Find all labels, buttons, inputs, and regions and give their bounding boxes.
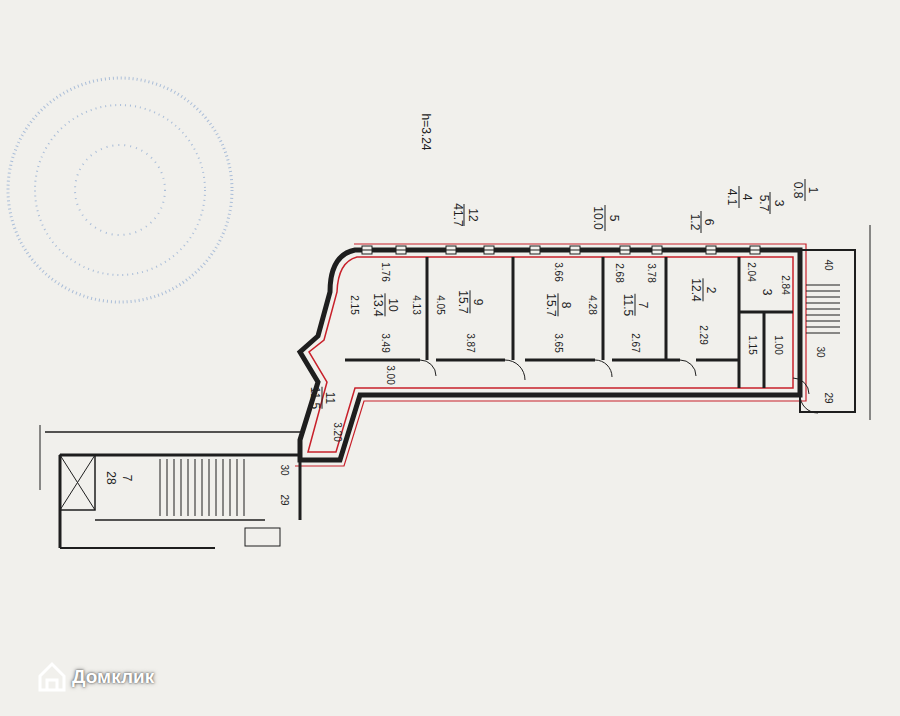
dimension-label: 3.49	[380, 333, 391, 352]
room-fraction: 3	[760, 289, 774, 296]
dimension-label: 0.8	[791, 182, 804, 199]
dimension-label: 7	[120, 475, 133, 482]
dimension-label: 2.68	[614, 263, 625, 282]
dimension-label: 29	[279, 494, 290, 505]
room-fraction: 915.7	[456, 290, 485, 313]
room-label: 212.4	[686, 275, 721, 305]
room-area: 15.7	[544, 293, 558, 316]
dimension-label: 1.76	[380, 262, 391, 281]
staircase	[40, 425, 300, 548]
room-label: 915.7	[453, 287, 488, 317]
dimension-label: 3.78	[646, 263, 657, 282]
dimension-label: 5.7	[757, 195, 770, 212]
room-label: 815.7	[541, 290, 576, 320]
stamp	[8, 78, 232, 302]
dimension-label: 1.2	[688, 214, 701, 231]
room-area: 11.5	[308, 387, 322, 409]
dimension-label: 3.00	[385, 365, 396, 384]
dimension-label: 3.65	[553, 333, 564, 352]
dimension-label: 30	[815, 346, 826, 357]
dimension-label: 5	[607, 215, 620, 222]
dimension-label: 30	[279, 464, 290, 475]
dimension-label: 2.29	[698, 325, 709, 344]
dimension-label: 12	[466, 208, 479, 221]
room-fraction: 815.7	[544, 293, 573, 316]
room-label: 1111.5	[305, 384, 340, 413]
dimension-label: 3.87	[465, 333, 476, 352]
room-number: 3	[760, 289, 774, 296]
room-number: 2	[703, 278, 718, 301]
dimension-label: 41.7	[451, 203, 464, 226]
dimension-label: 29	[823, 392, 834, 403]
partitions	[345, 257, 793, 388]
room-fraction: 1013.4	[371, 293, 400, 316]
dimension-label: 4.1	[725, 189, 738, 206]
dimension-label: 2.15	[349, 295, 360, 314]
room-number: 7	[635, 294, 650, 316]
window-marks	[362, 246, 760, 254]
dimension-label: 4.28	[587, 295, 598, 314]
dimension-label: 10.0	[591, 206, 604, 229]
room-number: 10	[385, 293, 400, 316]
dimension-label: 4	[740, 194, 753, 201]
room-fraction: 711.5	[621, 294, 650, 316]
dimension-label: 2.84	[780, 275, 791, 294]
staircase	[800, 225, 870, 420]
room-area: 11.5	[621, 294, 635, 316]
room-label: 1013.4	[368, 290, 403, 320]
door-swing	[420, 360, 818, 413]
dimension-label: 6	[702, 219, 715, 226]
dimension-label: 3.20	[332, 422, 343, 441]
dimension-label: 40	[823, 259, 834, 270]
room-area: 13.4	[371, 293, 385, 316]
room-area: 15.7	[456, 290, 470, 313]
dimension-label: 3	[772, 200, 785, 207]
dimension-label: 1	[806, 187, 819, 194]
dimension-label: 1.15	[747, 335, 758, 354]
dimension-label: 1.00	[773, 335, 784, 354]
dimension-label: 3.66	[553, 262, 564, 281]
red-boundary	[308, 257, 793, 452]
room-number: 9	[470, 290, 485, 313]
room-number: 8	[558, 293, 573, 316]
room-label: 3	[757, 286, 777, 299]
dimension-label: 4.05	[435, 295, 446, 314]
room-number: 11	[322, 387, 337, 409]
dimension-label: 2.04	[746, 262, 757, 281]
room-area: 12.4	[689, 278, 703, 301]
watermark: Домклик	[72, 666, 154, 688]
dimension-label: 4.13	[411, 295, 422, 314]
red-boundary	[295, 244, 806, 466]
dimension-label: 2.67	[630, 333, 641, 352]
dimension-label: h=3.24	[419, 113, 432, 150]
room-fraction: 1111.5	[308, 387, 337, 409]
watermark-logo	[40, 664, 64, 690]
room-label: 711.5	[618, 291, 653, 320]
outer-wall	[300, 250, 800, 460]
dimension-label: 28	[104, 471, 117, 484]
room-fraction: 212.4	[689, 278, 718, 301]
fraction-bar	[464, 179, 805, 233]
